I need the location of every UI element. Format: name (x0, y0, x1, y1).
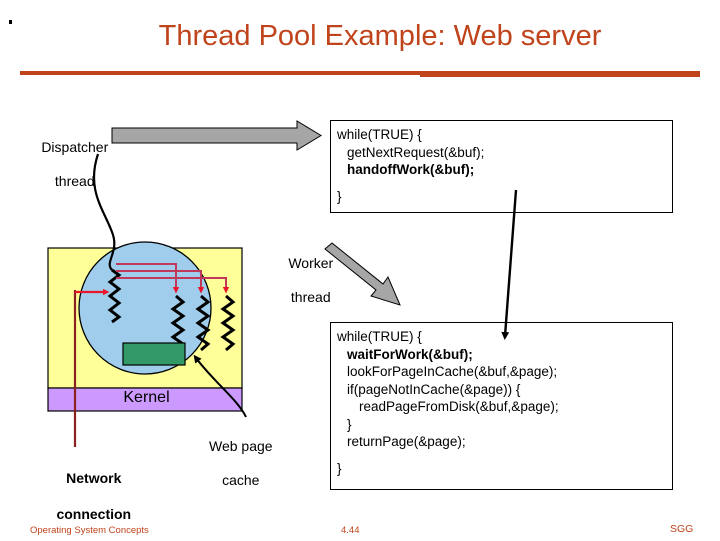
worker-code-line: if(pageNotInCache(&page)) { (347, 381, 521, 397)
worker-code-line: waitForWork(&buf); (347, 346, 473, 362)
process-circle (78, 241, 212, 375)
network-connection-label: Network connection (38, 451, 134, 541)
worker-code-line: } (337, 460, 342, 476)
dispatcher-thread-label-line2: thread (54, 173, 95, 189)
dispatcher-code-line: getNextRequest(&buf); (347, 144, 485, 160)
web-page-cache-label-line2: cache (222, 472, 260, 488)
dispatcher-code-line: handoffWork(&buf); (347, 162, 475, 177)
dispatcher-code-line: while(TRUE) { (337, 127, 422, 142)
worker-code-line: readPageFromDisk(&buf,&page); (359, 399, 559, 414)
handoff-lines (116, 263, 230, 294)
web-page-cache-box (122, 342, 186, 366)
worker-code-box: while(TRUE) { waitForWork(&buf); lookForPa… (330, 322, 673, 490)
dispatcher-thread-label: Dispatcher thread (22, 122, 112, 207)
worker-code-line: while(TRUE) { (337, 329, 422, 344)
footer-book-title: Operating System Concepts (30, 525, 149, 536)
footer-page-number: 4.44 (341, 525, 360, 536)
dispatch-arrow-icon (111, 120, 322, 151)
worker-code-line: } (347, 416, 352, 432)
dispatcher-code-box: while(TRUE) { getNextRequest(&buf); handof… (330, 120, 673, 213)
web-page-cache-label-line1: Web page (208, 438, 273, 454)
worker-code-blank-line (337, 451, 666, 460)
worker-code-line: returnPage(&page); (347, 434, 466, 449)
worker-thread-squiggles (170, 294, 236, 352)
dispatcher-code-line: } (337, 188, 342, 204)
network-connection-label-line2: connection (56, 506, 132, 522)
kernel-label: Kernel (123, 389, 170, 406)
worker-thread-label-line2: thread (290, 289, 331, 305)
worker-thread-label-line1: Worker (288, 255, 334, 271)
dispatcher-thread-squiggle (107, 268, 122, 324)
page-title: Thread Pool Example: Web server (158, 20, 602, 52)
process-box (47, 247, 243, 389)
dispatcher-thread-label-line1: Dispatcher (41, 139, 109, 155)
dispatcher-code-blank-line (337, 179, 666, 188)
worker-arrow-icon (324, 242, 401, 306)
worker-thread-label: Worker thread (272, 238, 334, 323)
worker-code-line: lookForPageInCache(&buf,&page); (347, 364, 558, 379)
bullet-marker-icon (9, 20, 12, 24)
web-cache-leader-line (193, 354, 247, 418)
network-connection-label-line1: Network (66, 470, 122, 486)
title-divider (20, 71, 700, 75)
title-divider-secondary (420, 74, 700, 77)
footer-publisher: SGG (670, 523, 694, 535)
web-page-cache-label: Web page cache (185, 421, 281, 506)
